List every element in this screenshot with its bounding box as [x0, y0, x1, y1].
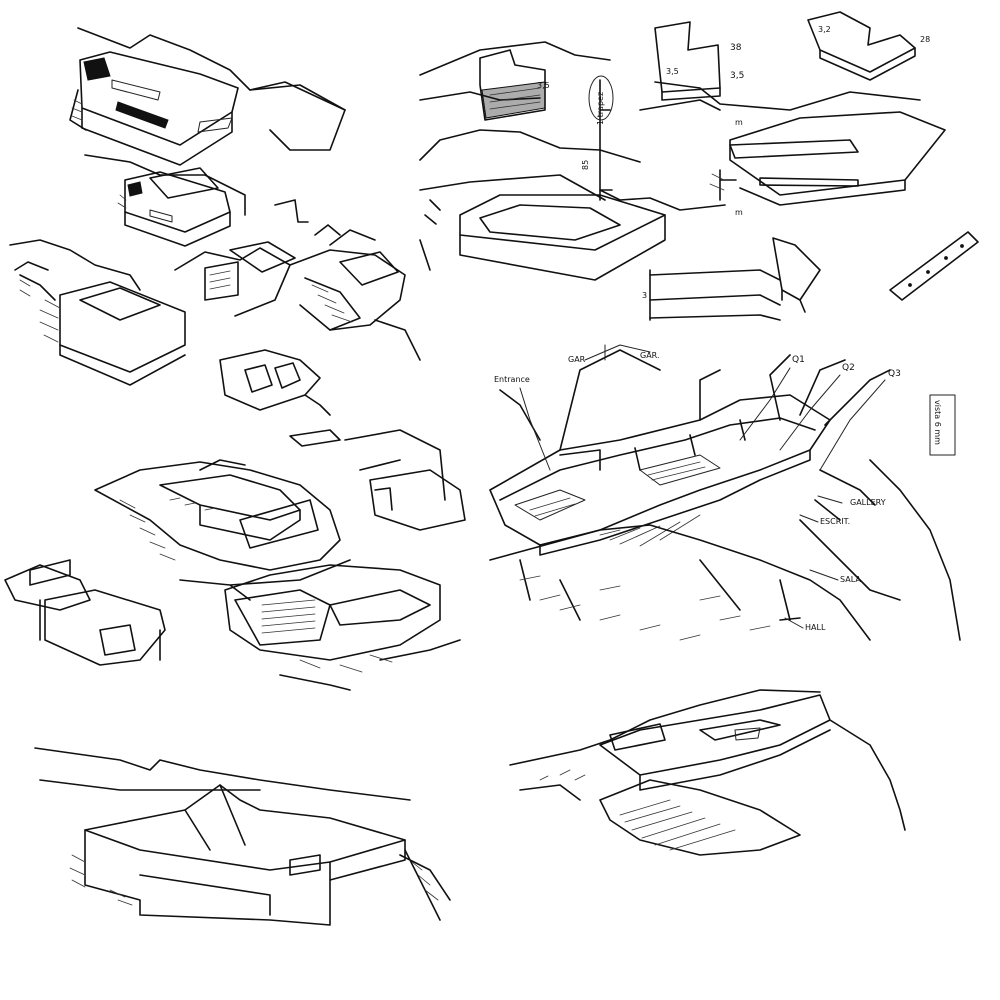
label-q3: Q3 [888, 369, 901, 379]
sketch-annotations: 38 3,5 3,5 3,2 28 3,5 1 trapez 85 m m 3 … [494, 25, 942, 632]
label-escritorio: ESCRIT. [820, 517, 850, 526]
label-q1: Q1 [792, 355, 805, 365]
label-gar-1: GAR [568, 355, 586, 364]
sketch-small-plan [219, 349, 341, 447]
sketch-bottom-left-massing [34, 747, 451, 926]
label-gallery: GALLERY [850, 498, 886, 507]
sketch-right-details [649, 231, 979, 321]
sketch-linear-building [489, 349, 961, 641]
label-gar-2: GAR. [640, 351, 660, 360]
sketch-top-center-block [419, 41, 666, 281]
sketch-bottom-right-building [509, 689, 906, 856]
dim-35-b: 3,5 [666, 67, 679, 76]
dim-35-small: 3,5 [537, 81, 550, 90]
sketch-terraced-building [94, 459, 351, 601]
label-vertical-note: vista 6 mm [933, 400, 942, 445]
sketch-top-left-building [69, 27, 346, 166]
dim-38: 38 [730, 43, 742, 53]
label-q2: Q2 [842, 363, 855, 373]
sketch-leader-lines [519, 344, 956, 629]
note-trapez: 1 trapez [596, 92, 605, 125]
sketch-stair-terrace [224, 564, 461, 691]
label-entrance: Entrance [494, 375, 530, 384]
sketch-left-linear-blocks [4, 559, 166, 666]
sketch-top-right-massing [654, 11, 916, 101]
sketch-hillside-cluster [174, 224, 431, 361]
dim-32: 3,2 [818, 25, 831, 34]
side-m2: m [735, 208, 743, 217]
side-3: 3 [642, 291, 647, 300]
side-m1: m [735, 118, 743, 127]
dim-35-a: 3,5 [730, 71, 744, 81]
label-sala: SALA [840, 575, 861, 584]
sketch-mid-left-building [84, 154, 309, 247]
sketch-loose-frames [344, 429, 466, 531]
label-hall: HALL [805, 623, 826, 632]
dim-28: 28 [920, 35, 930, 44]
sketch-terrain-section [9, 239, 186, 386]
side-85: 85 [581, 160, 590, 170]
sketch-right-cantilever-block [599, 81, 946, 211]
